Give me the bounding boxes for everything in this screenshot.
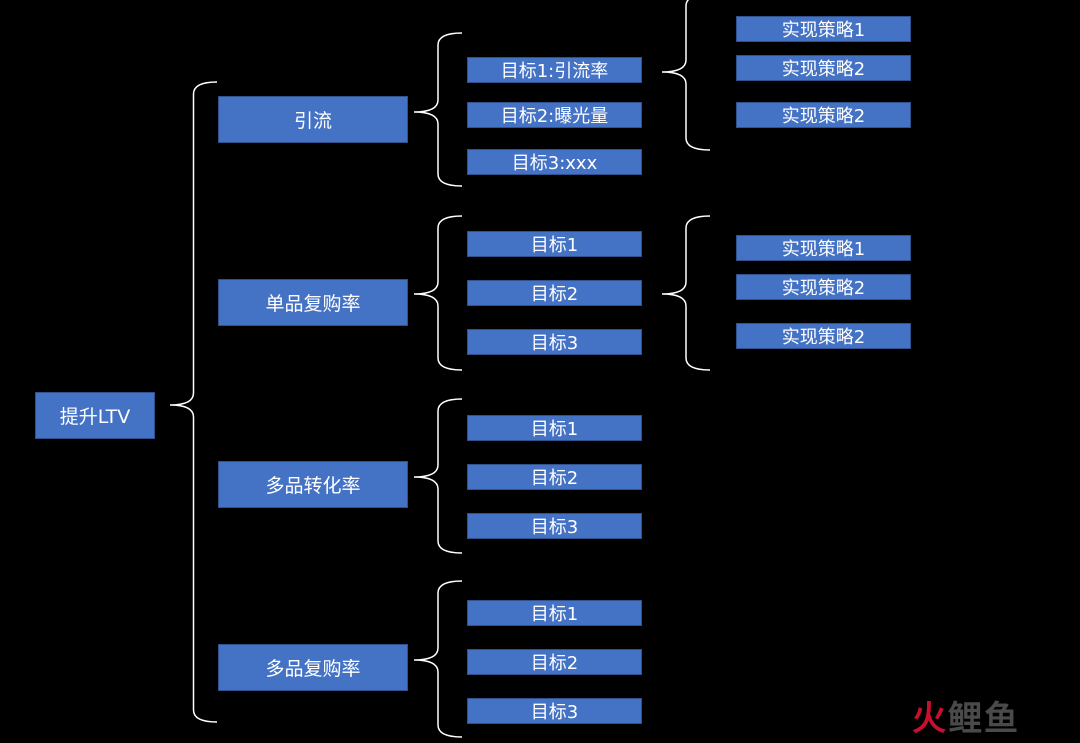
root-node: 提升LTV — [35, 392, 155, 439]
goal-node: 目标2 — [467, 464, 642, 490]
watermark-logo: 火鲤鱼 — [912, 698, 1062, 740]
watermark-part2: 鲤鱼 — [948, 699, 1020, 739]
goal-node: 目标2 — [467, 649, 642, 675]
curly-brace — [413, 215, 463, 371]
strategy-node: 实现策略1 — [736, 235, 911, 261]
goal-node: 目标1 — [467, 231, 642, 257]
strategy-node: 实现策略2 — [736, 323, 911, 349]
goal-node: 目标3 — [467, 513, 642, 539]
goal-node: 目标3:xxx — [467, 149, 642, 175]
watermark-part1: 火 — [912, 699, 948, 739]
curly-brace — [661, 215, 711, 371]
goal-node: 目标3 — [467, 698, 642, 724]
goal-node: 目标1 — [467, 415, 642, 441]
curly-brace — [413, 398, 463, 554]
curly-brace — [661, 0, 711, 151]
strategy-node: 实现策略2 — [736, 274, 911, 300]
category-node-multi-conversion: 多品转化率 — [218, 461, 408, 508]
category-node-single-repurchase: 单品复购率 — [218, 279, 408, 326]
goal-node: 目标1 — [467, 600, 642, 626]
strategy-node: 实现策略2 — [736, 102, 911, 128]
category-node-traffic: 引流 — [218, 96, 408, 143]
goal-node: 目标3 — [467, 329, 642, 355]
curly-brace — [413, 32, 463, 187]
goal-node: 目标2:曝光量 — [467, 102, 642, 128]
strategy-node: 实现策略2 — [736, 55, 911, 81]
curly-brace — [169, 81, 218, 723]
curly-brace — [413, 580, 463, 738]
goal-node: 目标2 — [467, 280, 642, 306]
strategy-node: 实现策略1 — [736, 16, 911, 42]
goal-node: 目标1:引流率 — [467, 57, 642, 83]
category-node-multi-repurchase: 多品复购率 — [218, 644, 408, 691]
